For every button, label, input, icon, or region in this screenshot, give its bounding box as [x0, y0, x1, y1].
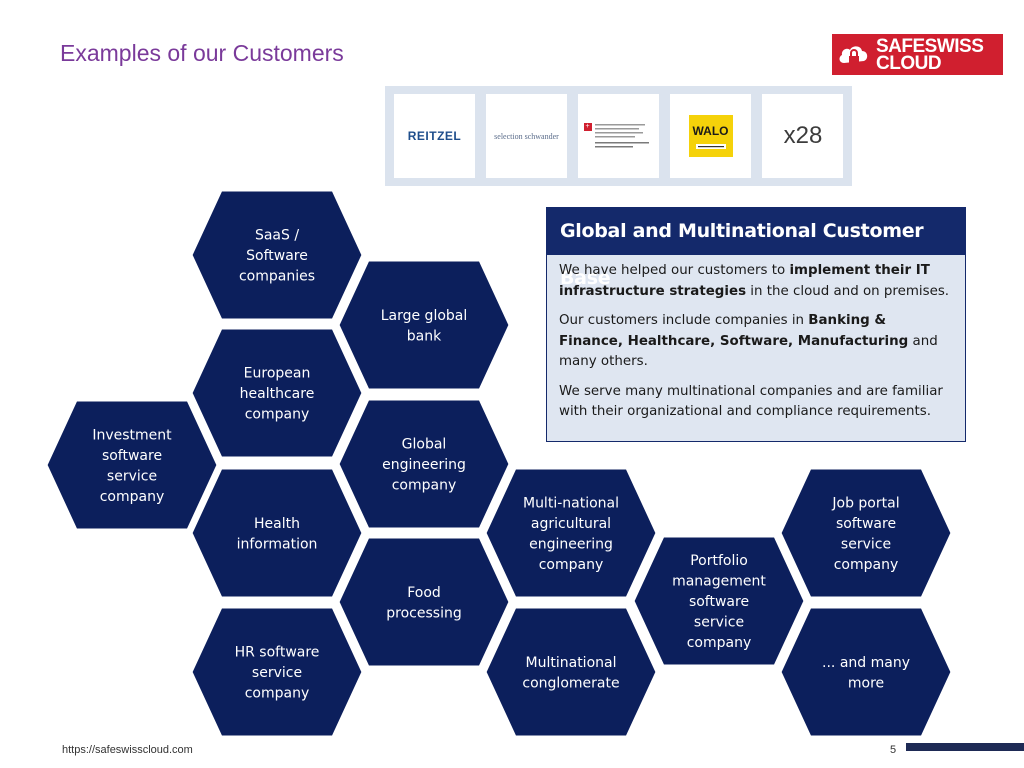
hexagon-customer: Job portal software service company	[778, 466, 954, 600]
hexagon-label-line: Large global	[381, 308, 468, 324]
hexagon-label-line: SaaS /	[255, 228, 299, 244]
hexagon-label-line: company	[687, 635, 752, 651]
brand-line-2: CLOUD	[876, 52, 942, 74]
hexagon-label-line: Portfolio	[690, 553, 748, 569]
brand-logo: SAFESWISS CLOUD	[832, 34, 1003, 75]
logo-reitzel-text: REITZEL	[407, 129, 462, 143]
hexagon-customer: ... and many more	[778, 605, 954, 739]
hexagon-label-line: company	[539, 557, 604, 573]
hexagon-label-line: more	[848, 675, 884, 691]
brand-line-1: SAFESWISS	[876, 35, 984, 57]
hexagon-shape	[189, 605, 365, 739]
hexagon-shape	[778, 605, 954, 739]
page-number: 5	[890, 744, 897, 756]
hexagon-label-line: Multinational	[526, 655, 617, 671]
hexagon-label-line: companies	[239, 269, 315, 285]
hexagon-shape	[336, 397, 512, 531]
hexagon-label-line: engineering	[382, 457, 466, 473]
hexagon-label-line: agricultural	[531, 516, 611, 532]
logo-selection-text: selection schwander	[494, 131, 559, 141]
hexagon-label-line: management	[672, 574, 766, 590]
hexagon-label-line: company	[392, 478, 457, 494]
logo-swiss-confederation: +	[578, 94, 659, 178]
hexagon-label-line: bank	[407, 328, 442, 344]
hexagon-shape	[189, 466, 365, 600]
logo-reitzel: REITZEL	[394, 94, 475, 178]
hexagon-label-line: Investment	[92, 427, 172, 443]
hexagon-label-line: conglomerate	[522, 675, 619, 691]
hexagon-customer: Multi-national agricultural engineering com…	[483, 466, 659, 600]
swiss-cross-icon: +	[583, 123, 592, 131]
hexagon-customer: Multinational conglomerate	[483, 605, 659, 739]
hexagon-shape	[336, 258, 512, 392]
customer-base-box: Global and Multinational Customer Base W…	[546, 207, 966, 442]
logo-walo-text: WALO	[692, 123, 729, 138]
hexagon-label-line: Health	[254, 516, 300, 532]
hexagon-label-line: company	[100, 489, 165, 505]
logo-selection-schwander: selection schwander	[486, 94, 567, 178]
hexagon-label-line: information	[237, 536, 318, 552]
page-title: Examples of our Customers	[60, 40, 344, 66]
hexagon-label-line: software	[102, 448, 162, 464]
hexagon-customer: European healthcare company	[189, 326, 365, 460]
hexagon-shape	[189, 188, 365, 322]
hexagon-label-line: healthcare	[240, 386, 315, 402]
hexagon-label-line: software	[836, 516, 896, 532]
cloud-lock-icon	[832, 34, 876, 75]
hexagon-label-line: service	[841, 536, 891, 552]
x28-logo-icon: x28	[783, 123, 822, 149]
hexagon-customer: SaaS / Software companies	[189, 188, 365, 322]
hexagon-label-line: European	[244, 366, 311, 382]
hexagon-label-line: service	[252, 665, 302, 681]
hexagon-label-line: engineering	[529, 536, 613, 552]
hexagon-customer: Large global bank	[336, 258, 512, 392]
footer-bar	[906, 743, 1024, 751]
logo-x28: x28	[762, 94, 843, 178]
hexagon-label-line: Multi-national	[523, 495, 619, 511]
hexagon-shape	[44, 398, 220, 532]
hexagon-customer: Investment software service company	[44, 398, 220, 532]
info-paragraph-2: Our customers include companies in Banki…	[559, 313, 938, 369]
hexagon-label-line: Food	[407, 585, 441, 601]
hexagon-label-line: service	[694, 615, 744, 631]
hexagon-shape	[778, 466, 954, 600]
hexagon-label-line: Software	[246, 248, 308, 264]
hexagon-label-line: company	[245, 407, 310, 423]
info-paragraph-3: We serve many multinational companies an…	[559, 383, 943, 420]
hexagon-customer: Portfolio management software service compan…	[631, 534, 807, 668]
hexagon-shape	[483, 605, 659, 739]
footer-url: https://safeswisscloud.com	[62, 744, 193, 756]
hexagon-label-line: software	[689, 594, 749, 610]
hexagon-shape	[483, 466, 659, 600]
logo-walo: WALO	[670, 94, 751, 178]
federal-text-lines-icon	[594, 124, 649, 148]
hexagon-shape	[631, 534, 807, 668]
hexagon-customer: Health information	[189, 466, 365, 600]
customer-logo-strip: REITZEL selection schwander + WALO	[385, 86, 852, 186]
customer-base-heading: Global and Multinational Customer Base	[547, 208, 965, 289]
walo-subtitle-icon	[695, 143, 726, 149]
hexagon-label-line: Job portal	[831, 495, 899, 511]
info-paragraph-1: We have helped our customers to implemen…	[559, 263, 950, 299]
hexagon-label-line: Global	[402, 437, 447, 453]
hexagon-label-line: ... and many	[822, 655, 910, 671]
hexagon-label-line: company	[834, 557, 899, 573]
hexagon-label-line: company	[245, 686, 310, 702]
hexagon-label-line: HR software	[235, 645, 320, 661]
hexagon-label-line: processing	[386, 605, 461, 621]
hexagon-label-line: service	[107, 468, 157, 484]
hexagon-customer: Global engineering company	[336, 397, 512, 531]
svg-text:x28: x28	[783, 123, 822, 149]
hexagon-shape	[189, 326, 365, 460]
hexagon-shape	[336, 535, 512, 669]
hexagon-customer: Food processing	[336, 535, 512, 669]
hexagon-customer: HR software service company	[189, 605, 365, 739]
